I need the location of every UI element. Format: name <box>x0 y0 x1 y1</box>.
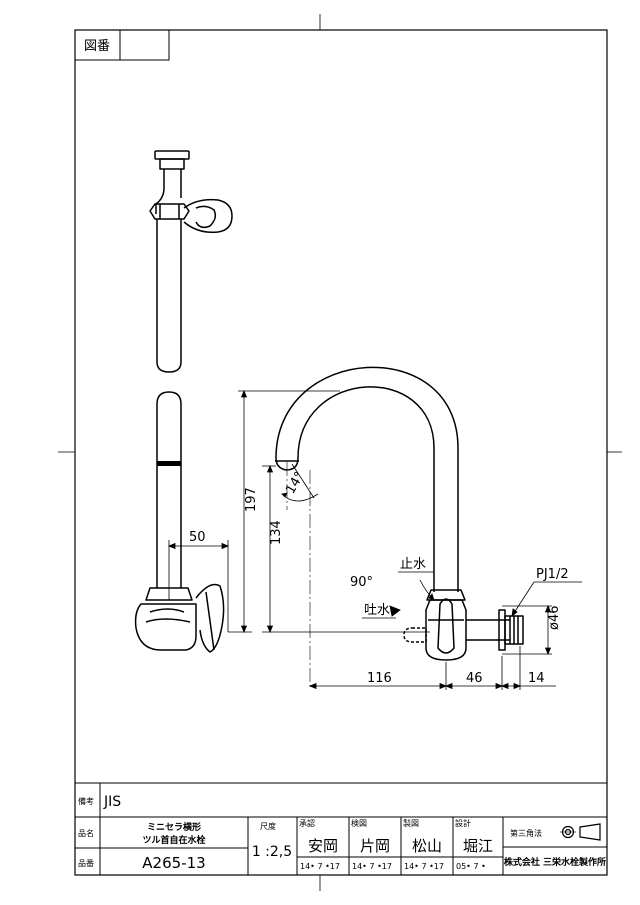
handle-rotation-arrows <box>362 571 435 619</box>
drawing-number-box: 図番 <box>74 29 170 61</box>
third-angle-projection-icon <box>560 823 601 841</box>
approved-name: 安岡 <box>308 837 338 855</box>
thread-spec-leader <box>511 581 582 617</box>
drawn-name: 松山 <box>412 837 442 855</box>
scale-label: 尺度 <box>260 821 276 831</box>
checked-name: 片岡 <box>360 837 390 855</box>
dimension-spout-height-label: 134 <box>269 520 284 545</box>
drawing-frame <box>74 29 608 876</box>
projection-label: 第三角法 <box>510 828 542 838</box>
dimension-diameter <box>502 604 552 656</box>
stop-water-label: 止水 <box>400 557 426 572</box>
product-number-label: 品番 <box>78 858 94 868</box>
company-name: 株式会社 三栄水栓製作所 <box>504 856 606 868</box>
approved-date: 14• 7 •17 <box>300 862 340 871</box>
remarks-value: JIS <box>103 794 121 810</box>
center-lines <box>286 462 311 690</box>
dimension-diameter-label: ø46 <box>547 606 562 631</box>
handle-angle-label: 90° <box>350 575 373 590</box>
drawn-label: 製図 <box>403 818 419 828</box>
product-name-line1: ミニセラ横形 <box>147 821 201 833</box>
product-name-line2: ツル首自在水栓 <box>142 834 205 846</box>
dimension-spout-height <box>262 464 430 634</box>
approved-label: 承認 <box>299 818 315 828</box>
discharge-label: 吐水 <box>364 603 390 618</box>
design-label: 設計 <box>455 818 471 828</box>
remarks-label: 備考 <box>78 796 94 806</box>
drawn-date: 14• 7 •17 <box>404 862 444 871</box>
drawing-number-label: 図番 <box>84 39 110 54</box>
product-number-value: A265-13 <box>142 854 205 872</box>
dimension-side-offset-label: 50 <box>189 530 206 545</box>
angle-indicator-tip <box>281 463 319 502</box>
design-name: 堀江 <box>463 837 493 855</box>
checked-date: 14• 7 •17 <box>352 862 392 871</box>
dimension-side-offset <box>167 540 230 632</box>
dimension-horizontal <box>308 646 556 690</box>
title-block <box>75 782 607 875</box>
thread-spec-label: PJ1/2 <box>536 567 569 582</box>
dimension-total-height <box>228 389 340 634</box>
dimension-thread-length-label: 14 <box>528 671 545 686</box>
design-date: 05• 7 • <box>456 862 486 871</box>
side-view <box>134 150 233 653</box>
checked-label: 検図 <box>351 818 367 828</box>
dimension-total-height-label: 197 <box>244 487 259 512</box>
dimension-reach-label: 116 <box>367 671 392 686</box>
registration-marks <box>58 14 622 891</box>
dimension-wall-offset-label: 46 <box>466 671 483 686</box>
scale-value: 1 :2,5 <box>252 844 292 860</box>
front-view <box>275 366 524 661</box>
product-name-label: 品名 <box>78 828 94 838</box>
